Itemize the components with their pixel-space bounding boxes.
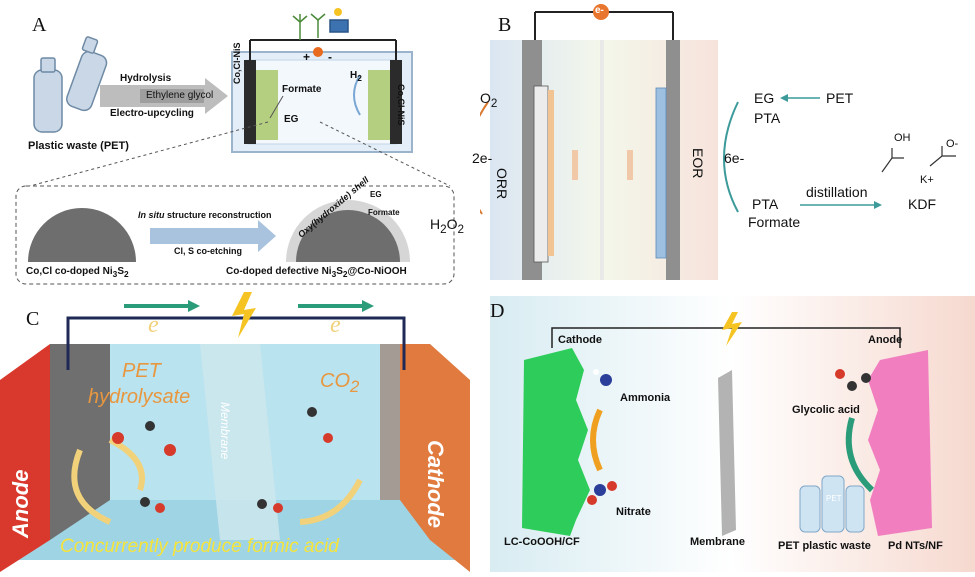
co2-label: CO2 xyxy=(320,370,360,396)
wire-c xyxy=(66,316,406,370)
oh-label: OH xyxy=(894,132,911,144)
kdf-label: KDF xyxy=(908,196,936,212)
molecule-icons-d xyxy=(587,369,871,505)
left-electrode-label: Co,Cl-NiS xyxy=(232,42,242,85)
cathode-label-d: Cathode xyxy=(558,334,602,346)
membrane-label-c: Membrane xyxy=(218,402,232,460)
panel-c-letter: C xyxy=(26,308,40,330)
electron-label-c1: e xyxy=(148,312,159,338)
orr-label: ORR xyxy=(494,168,510,200)
ethylene-glycol-label: Ethylene glycol xyxy=(146,90,214,101)
h2o2-label: H2O2 xyxy=(430,216,464,236)
panel-b: B e- O2 2e- H2O2 ORR EOR EG PET PTA 6e- … xyxy=(430,0,975,290)
lightning-icon xyxy=(232,292,256,338)
reconstruction-label: In situ structure reconstruction xyxy=(138,210,272,220)
left-particle-label: Co,Cl co-doped Ni3S2 xyxy=(26,266,129,279)
molecule-icon xyxy=(112,407,333,513)
distillation-label: distillation xyxy=(806,184,868,200)
coetching-label: Cl, S co-etching xyxy=(174,246,243,256)
panel-b-letter: B xyxy=(498,14,512,36)
reconstruction-arrow xyxy=(150,220,276,252)
anode-plate xyxy=(0,344,50,572)
ammonia-label: Ammonia xyxy=(620,392,671,404)
o2-label: O2 xyxy=(480,90,498,110)
o-minus-label: O- xyxy=(946,138,959,150)
electron-label-c2: e xyxy=(330,312,341,338)
right-particle-label: Co-doped defective Ni3S2@Co-NiOOH xyxy=(226,266,407,279)
minus-sign: - xyxy=(328,50,332,64)
pet-bottles-icon xyxy=(799,475,865,533)
anode-foam xyxy=(868,350,932,536)
bottle-label: PET xyxy=(826,494,842,503)
right-particle-core xyxy=(296,210,400,262)
shell-formate-label: Formate xyxy=(368,208,400,217)
anode-label-c: Anode xyxy=(8,469,33,538)
left-material-label: LC-CoOOH/CF xyxy=(504,536,580,548)
nitrate-label: Nitrate xyxy=(616,506,651,518)
eg-label: EG xyxy=(284,114,299,125)
formic-acid-caption: Concurrently produce formic acid xyxy=(60,536,339,557)
eor-label: EOR xyxy=(690,148,706,179)
kplus-label: K+ xyxy=(920,174,934,186)
plus-sign: + xyxy=(303,50,311,64)
pet-plastic-waste-label: PET plastic waste xyxy=(778,540,871,552)
six-electron-label: 6e- xyxy=(724,150,745,166)
electron-label: e- xyxy=(595,5,604,16)
right-material-label: Pd NTs/NF xyxy=(888,540,943,552)
hydrolysis-label: Hydrolysis xyxy=(120,73,172,84)
panel-d: D Cathode Anode Ammonia Nitrate Glycolic… xyxy=(480,290,975,572)
lightning-icon-d xyxy=(722,312,742,346)
plastic-bottles-icon xyxy=(33,36,108,133)
pet-label-b: PET xyxy=(826,90,854,106)
anode-label-d: Anode xyxy=(868,334,903,346)
eor-arrow xyxy=(723,101,739,213)
electro-upcycling-label: Electro-upcycling xyxy=(110,108,194,119)
membrane-d xyxy=(718,370,736,536)
eg-label-b: EG xyxy=(754,90,775,106)
membrane xyxy=(200,344,280,540)
renewable-energy-icon xyxy=(292,8,349,40)
panel-b-graphic xyxy=(465,4,956,280)
formate-label: Formate xyxy=(282,84,322,95)
right-electrode-label: Co,Cl-NiS xyxy=(396,84,406,126)
left-particle xyxy=(28,208,136,262)
h2-label: H2 xyxy=(350,70,362,83)
electron-arrow-2 xyxy=(298,300,374,312)
panel-c: C e e PET hydrolysate CO2 Membrane Anode… xyxy=(0,290,470,572)
hydrolysate-label: hydrolysate xyxy=(88,386,191,408)
panel-a: A Plastic waste (PET) Hydrolysis Ethylen… xyxy=(0,0,470,290)
electrolysis-cell xyxy=(231,39,413,153)
panel-d-letter: D xyxy=(490,300,505,322)
glycolic-acid-label: Glycolic acid xyxy=(792,404,860,416)
formate-label-b: Formate xyxy=(748,214,801,230)
pet-label-c: PET xyxy=(122,360,161,382)
shell-eg-label: EG xyxy=(370,190,382,199)
cathode-foam xyxy=(522,348,590,536)
cathode-plate xyxy=(400,344,470,572)
plastic-waste-label: Plastic waste (PET) xyxy=(28,140,129,152)
pta-top-label: PTA xyxy=(754,110,781,126)
formate-structure-icon xyxy=(881,146,956,173)
panel-d-graphic xyxy=(490,296,975,572)
panel-a-letter: A xyxy=(32,14,47,36)
membrane-label-d: Membrane xyxy=(690,536,746,548)
panel-c-graphic xyxy=(0,292,470,572)
cathode-label-c: Cathode xyxy=(423,440,448,528)
two-electron-label: 2e- xyxy=(472,150,493,166)
pta-bottom-label: PTA xyxy=(752,196,779,212)
electron-arrow-1 xyxy=(124,300,200,312)
panel-a-graphic xyxy=(15,8,455,285)
